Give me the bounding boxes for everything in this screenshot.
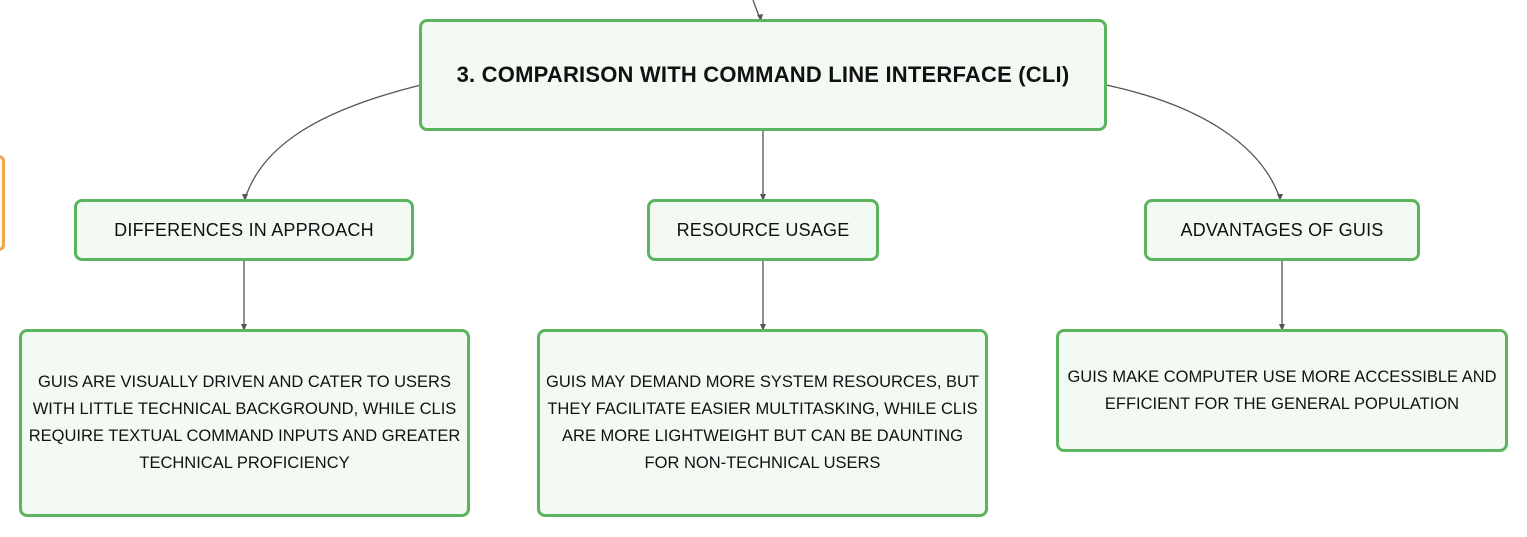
detail-text-resource-usage: GUIS MAY DEMAND MORE SYSTEM RESOURCES, B… [545, 373, 980, 472]
branch-node-resource-usage[interactable]: RESOURCE USAGE [647, 199, 879, 261]
branch-node-advantages-of-guis[interactable]: ADVANTAGES OF GUIS [1144, 199, 1420, 261]
branch-label-differences-in-approach: DIFFERENCES IN APPROACH [114, 219, 374, 240]
root-topic-node[interactable]: 3. COMPARISON WITH COMMAND LINE INTERFAC… [419, 19, 1107, 131]
connector-parent-to-root [752, 0, 761, 20]
detail-node-advantages-of-guis[interactable]: GUIS MAKE COMPUTER USE MORE ACCESSIBLE A… [1056, 329, 1508, 452]
connector-root-to-advantages [1105, 84, 1281, 200]
detail-node-resource-usage[interactable]: GUIS MAY DEMAND MORE SYSTEM RESOURCES, B… [537, 329, 988, 517]
detail-text-advantages-of-guis: GUIS MAKE COMPUTER USE MORE ACCESSIBLE A… [1067, 367, 1497, 413]
connector-root-to-differences [244, 84, 422, 200]
branch-label-resource-usage: RESOURCE USAGE [676, 219, 850, 240]
detail-text-differences-in-approach: GUIS ARE VISUALLY DRIVEN AND CATER TO US… [28, 373, 461, 472]
branch-node-differences-in-approach[interactable]: DIFFERENCES IN APPROACH [74, 199, 414, 261]
offscreen-sibling-node[interactable] [0, 155, 5, 251]
detail-node-differences-in-approach[interactable]: GUIS ARE VISUALLY DRIVEN AND CATER TO US… [19, 329, 470, 517]
root-topic-label: 3. COMPARISON WITH COMMAND LINE INTERFAC… [456, 62, 1070, 87]
branch-label-advantages-of-guis: ADVANTAGES OF GUIS [1180, 219, 1384, 240]
